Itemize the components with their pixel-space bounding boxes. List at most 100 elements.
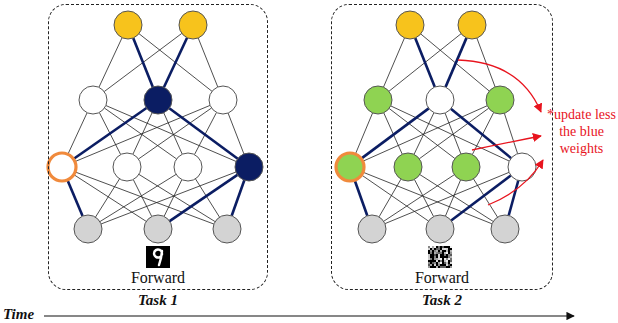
noise-pixel: [446, 252, 448, 254]
neuron: [144, 86, 172, 114]
noise-pixel: [432, 248, 434, 250]
weight-line: [419, 108, 488, 159]
weight-line: [133, 180, 151, 217]
weight-line: [451, 109, 511, 158]
noise-pixel: [450, 256, 452, 258]
task-panel: ForwardTask 1: [48, 4, 268, 290]
weight-line: [232, 180, 245, 216]
noise-pixel: [428, 258, 430, 260]
weight-line: [164, 38, 187, 88]
noise-pixel: [448, 258, 450, 260]
neuron: [452, 153, 480, 181]
weight-line: [99, 38, 122, 88]
noise-pixel: [428, 248, 430, 250]
neuron: [358, 215, 386, 243]
noise-pixel: [428, 246, 430, 248]
weight-line: [68, 113, 87, 155]
noise-pixel: [436, 260, 438, 262]
weight-line: [445, 113, 461, 154]
callout-arrow: [488, 160, 543, 205]
noise-pixel: [446, 264, 448, 266]
noise-pixel: [434, 256, 436, 258]
neural-network: [336, 11, 536, 243]
weight-line: [133, 113, 152, 155]
time-axis: [44, 315, 574, 316]
noise-pixel: [428, 266, 430, 268]
noise-pixel: [440, 266, 442, 268]
image-frame: [428, 246, 452, 268]
noise-pixel: [430, 250, 432, 252]
callout-arrow: [472, 136, 541, 150]
noise-pixel: [442, 248, 444, 250]
noise-pixel: [430, 264, 432, 266]
noise-pixel: [440, 258, 442, 260]
noise-pixel: [448, 254, 450, 256]
noise-pixel: [450, 260, 452, 262]
noise-pixel: [440, 252, 442, 254]
noise-pixel: [438, 254, 440, 256]
neuron: [486, 86, 514, 114]
blue-weight: [133, 38, 153, 87]
blue-weight: [355, 180, 368, 216]
callout-note: *update less the blue weights: [547, 106, 616, 157]
neuron: [213, 215, 241, 243]
noise-pixel: [430, 246, 432, 248]
noise-pixel: [438, 246, 440, 248]
digit-image: [146, 246, 170, 268]
weight-line: [389, 34, 461, 92]
weight-line: [164, 113, 183, 154]
weight-line: [389, 108, 455, 158]
noise-pixel: [436, 248, 438, 250]
noise-pixel: [450, 266, 452, 268]
noise-pixel: [446, 260, 448, 262]
blue-weight: [415, 38, 435, 87]
neuron: [336, 153, 364, 181]
neuron: [48, 153, 76, 181]
blue-weight: [361, 108, 429, 158]
panel-caption: Forward: [332, 269, 552, 287]
noise-pixel: [438, 262, 440, 264]
weight-line: [363, 172, 492, 224]
weight-line: [509, 181, 519, 216]
neuron: [491, 215, 519, 243]
neuron: [426, 215, 454, 243]
weight-line: [379, 179, 401, 217]
weight-line: [415, 38, 435, 87]
noise-pixel: [430, 258, 432, 260]
task-label: Task 2: [332, 292, 552, 309]
noise-pixel: [446, 258, 448, 260]
noise-pixel: [436, 258, 438, 260]
neuron: [113, 153, 141, 181]
weight-line: [104, 33, 182, 91]
noise-pixel: [446, 262, 448, 264]
weight-line: [104, 108, 176, 159]
noise-pixel: [438, 256, 440, 258]
weight-line: [198, 38, 218, 87]
noise-pixel: [450, 254, 452, 256]
axis-label: Time: [3, 306, 34, 323]
weight-line: [445, 38, 466, 87]
noise-pixel: [440, 262, 442, 264]
weight-line: [228, 113, 244, 154]
task-label: Task 1: [49, 292, 267, 309]
noise-pixel: [444, 266, 446, 268]
callout-arrow: [458, 60, 541, 112]
noise-pixel: [436, 250, 438, 252]
weight-line: [74, 175, 146, 222]
neuron: [144, 215, 172, 243]
noise-pixel: [444, 254, 446, 256]
noise-pixel: [430, 252, 432, 254]
blue-weight: [445, 38, 466, 87]
neuron: [114, 11, 142, 39]
noise-pixel: [444, 258, 446, 260]
weight-line: [504, 113, 517, 153]
weight-line: [195, 179, 219, 217]
weight-line: [355, 180, 368, 216]
weight-line: [133, 38, 153, 87]
noise-pixel: [432, 262, 434, 264]
weight-line: [383, 38, 404, 87]
noise-pixel: [442, 246, 444, 248]
noise-pixel: [428, 254, 430, 256]
